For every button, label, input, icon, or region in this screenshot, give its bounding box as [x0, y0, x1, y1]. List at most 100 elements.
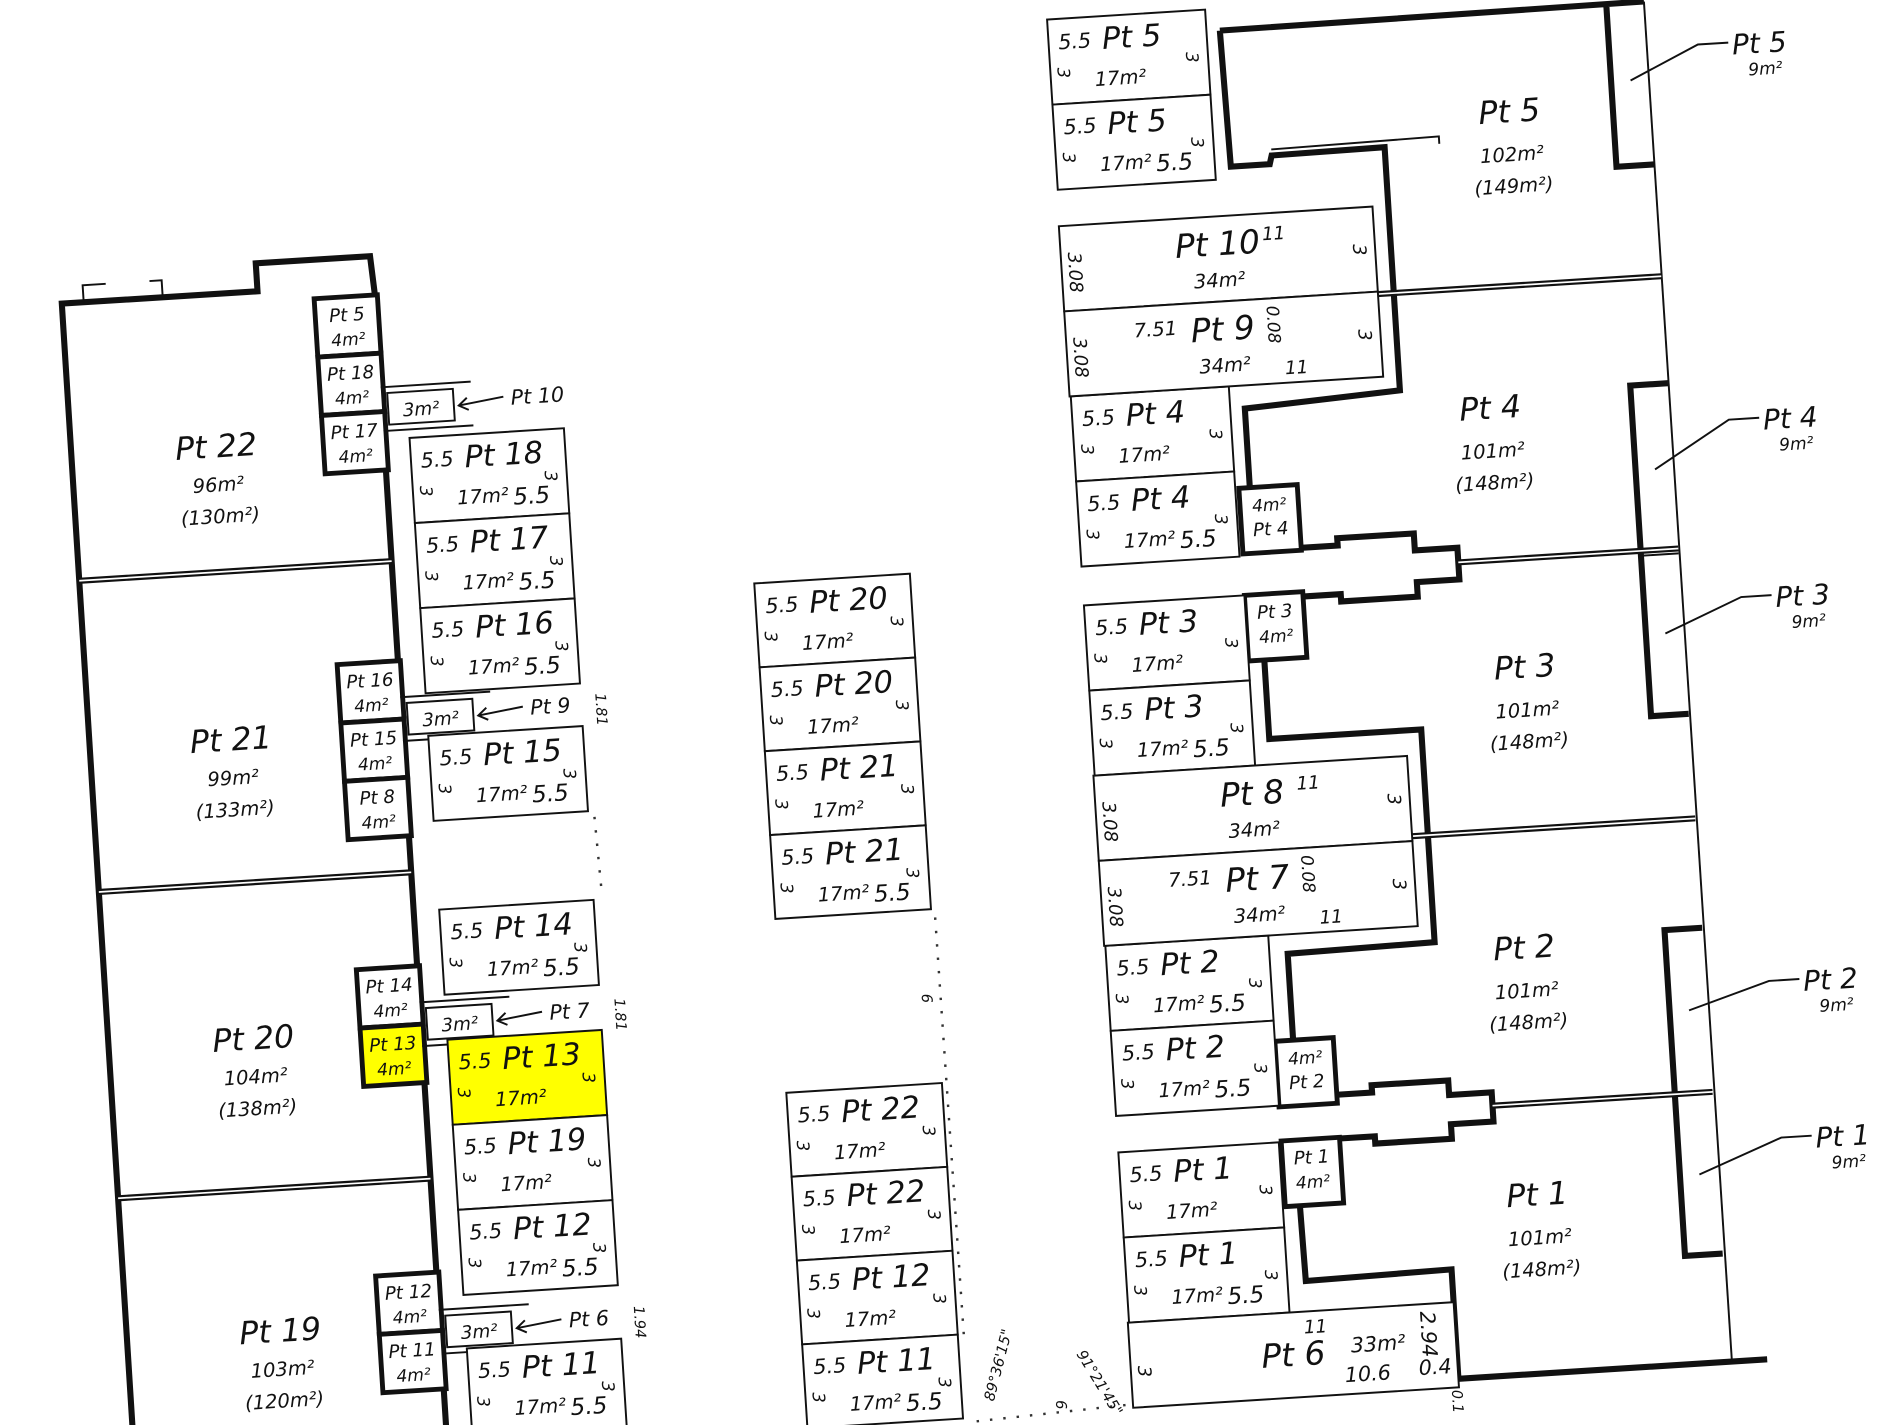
- bay-area: 17m²: [1136, 736, 1189, 762]
- bay-label: Pt 1: [1178, 1236, 1239, 1275]
- boundary-dimension: 1.94: [630, 1305, 649, 1339]
- bay-depth-dimension-right: 3: [1181, 51, 1202, 63]
- bin-outline: [405, 697, 476, 736]
- unit-area: 101m²: [1494, 977, 1559, 1004]
- leader-line: [1699, 1134, 1812, 1176]
- bay-depth-dimension-left: 3: [415, 485, 436, 497]
- bay-depth-dimension-right: 3: [1249, 1062, 1270, 1074]
- garage-side-dimension: 3.08: [1063, 252, 1087, 294]
- unit-boundary-wall-inner: [1458, 547, 1679, 564]
- garage-end-dimension: 3: [1353, 328, 1375, 341]
- parking-bay-outline: [1051, 93, 1217, 191]
- unit-total-area: (120m²): [244, 1387, 324, 1415]
- bay-label: Pt 21: [824, 833, 905, 873]
- storage-cage[interactable]: Pt 34m²: [1241, 589, 1310, 664]
- bay-label: Pt 3: [1143, 689, 1204, 728]
- bin-lot-label: Pt 7: [549, 998, 591, 1024]
- balcony-lot[interactable]: Pt 49m²: [1651, 400, 1820, 471]
- bay-width-dimension: 5.5: [1121, 1040, 1155, 1066]
- storage-area: 4m²: [357, 754, 393, 776]
- storage-area: 4m²: [361, 812, 397, 834]
- bay-width-dimension: 5.5: [1094, 614, 1128, 640]
- balcony-area: 9m²: [1748, 58, 1784, 80]
- bay-depth-dimension-right: 3: [928, 1293, 949, 1305]
- unit-area: 103m²: [250, 1356, 315, 1383]
- garage-offset-dimension: 0.4: [1418, 1354, 1452, 1380]
- garage-end-dimension: 3: [1382, 793, 1404, 806]
- bay-area: 17m²: [1165, 1198, 1218, 1224]
- storage-area: 4m²: [377, 1059, 413, 1081]
- bay-depth-dimension-right: 3: [1186, 136, 1207, 148]
- bay-depth-dimension-right: 3: [597, 1380, 618, 1392]
- parking-bay-outline: [465, 1337, 628, 1425]
- bay-depth-dimension-right: 3: [588, 1242, 609, 1254]
- storage-label: Pt 5: [328, 304, 365, 327]
- bay-length-dimension: 5.5: [1214, 1075, 1252, 1103]
- bay-area: 17m²: [839, 1222, 892, 1248]
- bay-length-dimension: 5.5: [542, 954, 580, 982]
- storage-label: Pt 11: [388, 1339, 436, 1363]
- bay-width-dimension: 5.5: [797, 1102, 831, 1128]
